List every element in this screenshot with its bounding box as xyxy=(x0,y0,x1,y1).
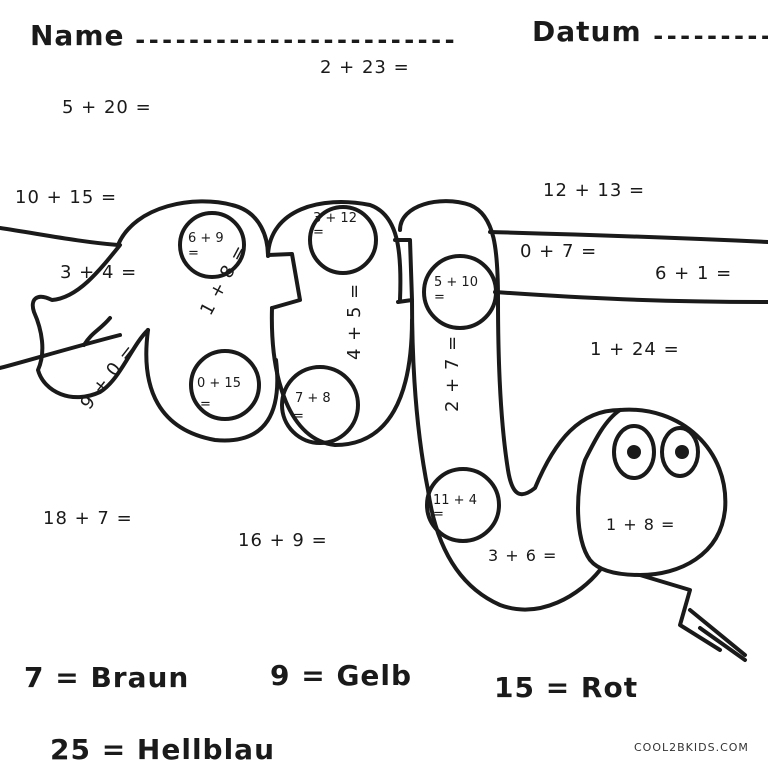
equation-5-10-equals: = xyxy=(434,290,445,305)
equation-3-12: 3 + 12 xyxy=(313,211,357,226)
name-label: Name xyxy=(30,19,125,52)
equation-11-4-equals: = xyxy=(433,507,444,522)
legend-braun: 7 = Braun xyxy=(24,661,190,694)
equation-3-12-equals: = xyxy=(313,225,324,240)
equation-5-20: 5 + 20 = xyxy=(62,97,152,118)
snake-coil-2 xyxy=(266,200,414,447)
equation-2-23: 2 + 23 = xyxy=(320,57,410,78)
equation-1-24: 1 + 24 = xyxy=(590,339,680,360)
equation-10-15: 10 + 15 = xyxy=(15,187,118,208)
equation-7-8-equals: = xyxy=(293,409,304,424)
equation-7-8: 7 + 8 xyxy=(295,391,331,406)
legend-rot: 15 = Rot xyxy=(494,671,639,704)
name-line[interactable]: ------------------------ xyxy=(133,26,457,54)
snake-tail xyxy=(30,243,150,400)
snake-coil-1 xyxy=(116,199,280,443)
equation-0-15: 0 + 15 xyxy=(197,376,241,391)
equation-0-15-equals: = xyxy=(200,397,211,412)
snake-head xyxy=(576,407,747,662)
snake-eyes xyxy=(612,424,700,480)
legend-hellblau: 25 = Hellblau xyxy=(50,733,276,766)
equation-2-7: 2 + 7 = xyxy=(442,334,463,412)
snake-body xyxy=(398,199,622,612)
date-line[interactable]: --------- xyxy=(651,22,768,50)
legend-gelb: 9 = Gelb xyxy=(270,659,413,692)
equation-16-9: 16 + 9 = xyxy=(238,530,328,551)
equation-6-9: 6 + 9 xyxy=(188,231,224,246)
equation-6-9-equals: = xyxy=(188,246,199,261)
equation-1-8-head: 1 + 8 = xyxy=(606,515,676,534)
equation-3-4: 3 + 4 = xyxy=(60,262,138,283)
equation-6-1: 6 + 1 = xyxy=(655,263,733,284)
site-credit: COOL2BKIDS.COM xyxy=(634,741,749,754)
branch-outline xyxy=(0,226,768,370)
equation-5-10: 5 + 10 xyxy=(434,275,478,290)
date-label: Datum xyxy=(532,15,642,48)
equation-18-7: 18 + 7 = xyxy=(43,508,133,529)
equation-11-4: 11 + 4 xyxy=(433,493,477,508)
equation-0-7: 0 + 7 = xyxy=(520,241,598,262)
equation-12-13: 12 + 13 = xyxy=(543,180,646,201)
snake-spots xyxy=(178,205,501,543)
equation-4-5: 4 + 5 = xyxy=(344,282,365,360)
equation-3-6: 3 + 6 = xyxy=(488,546,558,565)
